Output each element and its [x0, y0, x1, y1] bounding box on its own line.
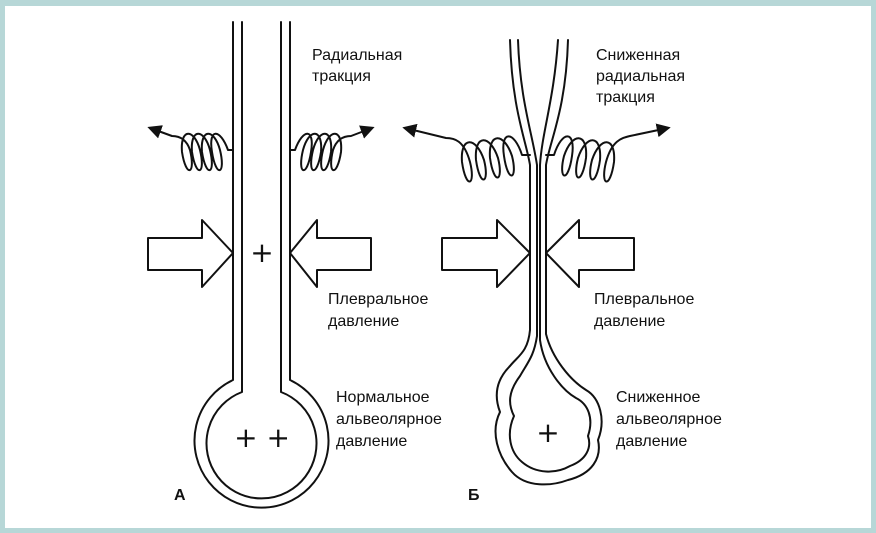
- panel-b: + Сниженная радиальная тракция Плевральн…: [402, 39, 722, 504]
- alveolar-pressure-b-line1: Сниженное: [616, 389, 701, 406]
- panel-b-letter: Б: [468, 487, 480, 504]
- alveolar-pressure-a-line3: давление: [336, 433, 407, 450]
- radial-traction-a-line1: Радиальная: [312, 47, 402, 64]
- spring-b-left: [402, 123, 531, 183]
- pleural-pressure-b-line2: давление: [594, 313, 665, 330]
- spring-b-right: [545, 123, 671, 183]
- panel-a: + + + Радиальная тракция Плевральное дав…: [147, 21, 442, 509]
- pleural-arrow-a-right: [289, 219, 372, 288]
- radial-traction-a-line2: тракция: [312, 68, 371, 85]
- alveolar-pressure-b-line2: альвеолярное: [616, 411, 722, 428]
- radial-traction-b-line2: радиальная: [596, 68, 685, 85]
- pleural-pressure-a-line2: давление: [328, 313, 399, 330]
- radial-traction-b-line1: Сниженная: [596, 47, 680, 64]
- alveolar-pressure-a-line2: альвеолярное: [336, 411, 442, 428]
- airway-a-inner-wall: [205, 21, 318, 500]
- alveolus-a-pressure-sign: + +: [234, 421, 290, 454]
- airway-b-inner-wall: [508, 39, 592, 473]
- radial-traction-b-line3: тракция: [596, 89, 655, 106]
- alveolus-b-pressure-sign: +: [536, 416, 559, 449]
- spring-a-left: [147, 125, 234, 172]
- panel-a-letter: А: [174, 487, 186, 504]
- alveolar-pressure-b-line3: давление: [616, 433, 687, 450]
- airway-a-outer-wall: [193, 21, 330, 509]
- airway-b-outer-left: [494, 39, 603, 486]
- pleural-arrow-a-left: [147, 219, 234, 288]
- pleural-arrow-b-right: [545, 219, 635, 288]
- pleural-pressure-b-line1: Плевральное: [594, 291, 694, 308]
- pleural-pressure-a-line1: Плевральное: [328, 291, 428, 308]
- spring-a-right: [289, 125, 375, 172]
- alveolar-pressure-a-line1: Нормальное: [336, 389, 430, 406]
- airway-a-pressure-sign: +: [250, 236, 273, 269]
- pleural-arrow-b-left: [441, 219, 531, 288]
